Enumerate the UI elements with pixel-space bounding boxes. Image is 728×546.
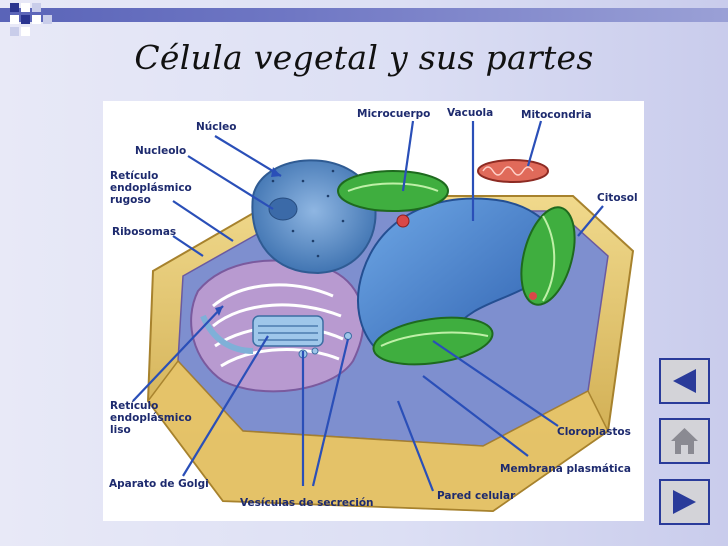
label-ribosomas: Ribosomas bbox=[112, 226, 177, 238]
decor-square bbox=[10, 27, 19, 36]
chloroplast bbox=[520, 206, 576, 306]
label-membrana: Membrana plasmática bbox=[500, 463, 631, 475]
decor-square bbox=[32, 3, 41, 12]
secretory-vesicle bbox=[344, 332, 352, 340]
decor-square bbox=[32, 15, 41, 24]
header-band bbox=[0, 8, 728, 22]
triangle-right-icon bbox=[673, 490, 696, 514]
label-vesiculas: Vesículas de secreción bbox=[240, 497, 374, 509]
label-cloroplastos: Cloroplastos bbox=[557, 426, 631, 438]
label-citosol: Citosol bbox=[597, 192, 638, 204]
house-icon bbox=[671, 428, 698, 454]
decor-square bbox=[21, 15, 30, 24]
label-aparato-golgi: Aparato de Golgi bbox=[109, 478, 209, 490]
previous-slide-button[interactable] bbox=[659, 358, 710, 404]
label-mitocondria: Mitocondria bbox=[521, 109, 592, 121]
decor-square bbox=[10, 3, 19, 12]
decor-square bbox=[21, 27, 30, 36]
label-vacuola: Vacuola bbox=[447, 107, 494, 119]
label-pared: Pared celular bbox=[437, 490, 516, 502]
next-slide-button[interactable] bbox=[659, 479, 710, 525]
secretory-vesicle bbox=[311, 347, 319, 355]
label-reticulo-liso: Retículo endoplásmico liso bbox=[110, 400, 192, 436]
nucleolus bbox=[268, 197, 298, 221]
microbody bbox=[396, 214, 410, 228]
label-microcuerpo: Microcuerpo bbox=[357, 108, 431, 120]
chloroplast bbox=[337, 170, 449, 212]
triangle-left-icon bbox=[673, 369, 696, 393]
label-nucleo: Núcleo bbox=[196, 121, 237, 133]
slide-title: Célula vegetal y sus partes bbox=[134, 38, 594, 77]
decorative-header-strip bbox=[0, 0, 728, 40]
pointer-lines bbox=[132, 120, 604, 492]
decor-square bbox=[21, 3, 30, 12]
label-reticulo-rugoso: Retículo endoplásmico rugoso bbox=[110, 170, 192, 206]
decor-square bbox=[43, 15, 52, 24]
golgi-apparatus bbox=[252, 315, 324, 347]
decor-square bbox=[10, 15, 19, 24]
label-nucleolo: Nucleolo bbox=[135, 145, 187, 157]
home-button[interactable] bbox=[659, 418, 710, 464]
plant-cell-diagram: Núcleo Nucleolo Retículo endoplásmico ru… bbox=[103, 101, 644, 521]
plant-cell-illustration bbox=[132, 120, 635, 513]
cell-wall-front bbox=[147, 359, 609, 512]
